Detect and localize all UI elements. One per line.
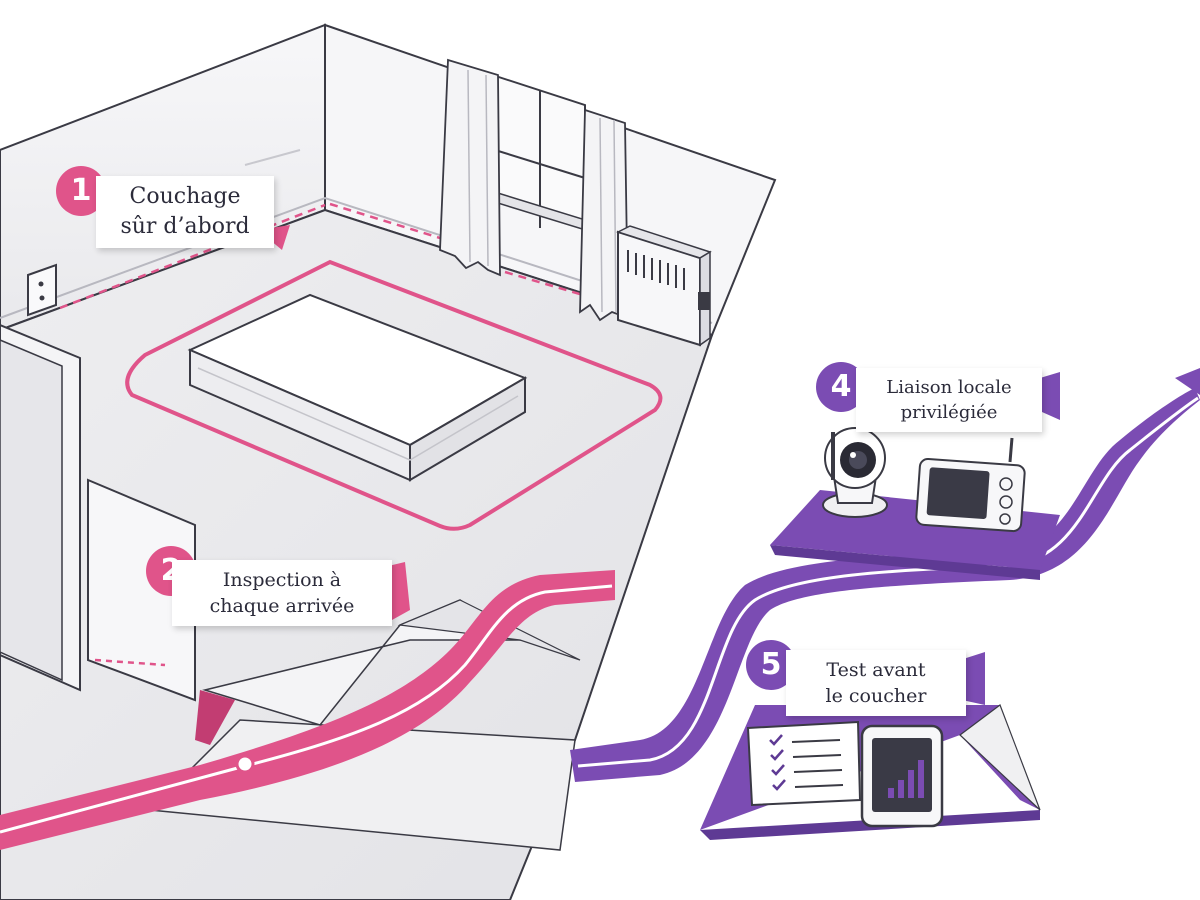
step-4-line-2: privilégiée — [900, 402, 998, 423]
power-outlet-icon — [27, 263, 57, 317]
step-4-label: Liaison locale privilégiée — [856, 368, 1042, 432]
step-4-line-1: Liaison locale — [886, 377, 1012, 398]
pink-road — [0, 570, 615, 850]
safe-zone-outline — [125, 259, 663, 531]
room-cutaway — [0, 23, 777, 900]
step-2-label: Inspection à chaque arrivée — [172, 560, 392, 626]
checklist-icon — [746, 720, 862, 807]
label-5-ribbon — [960, 652, 985, 705]
baby-monitor-icon — [915, 437, 1026, 533]
monitor-platform — [770, 427, 1060, 580]
step-1-label: Couchage sûr d’abord — [96, 176, 274, 248]
step-5-line-2: le coucher — [825, 685, 927, 707]
radiator-icon — [616, 225, 712, 347]
step-2-line-2: chaque arrivée — [209, 595, 355, 617]
step-2-line-1: Inspection à — [222, 569, 342, 591]
step-5-line-1: Test avant — [826, 659, 926, 681]
window — [487, 74, 593, 234]
curtains — [439, 58, 629, 322]
mattress-icon — [187, 293, 528, 482]
step-5-label: Test avant le coucher — [786, 650, 966, 716]
phone-signal-icon — [860, 724, 944, 828]
baby-camera-icon — [822, 427, 888, 518]
checklist-platform — [700, 704, 1041, 840]
step-1-line-2: sûr d’abord — [120, 214, 250, 239]
baseboard-dashed-line — [59, 203, 326, 310]
door-frame — [0, 323, 196, 702]
step-1-line-1: Couchage — [129, 184, 241, 209]
pink-road-marker — [235, 754, 255, 774]
label-4-ribbon — [1040, 372, 1060, 420]
